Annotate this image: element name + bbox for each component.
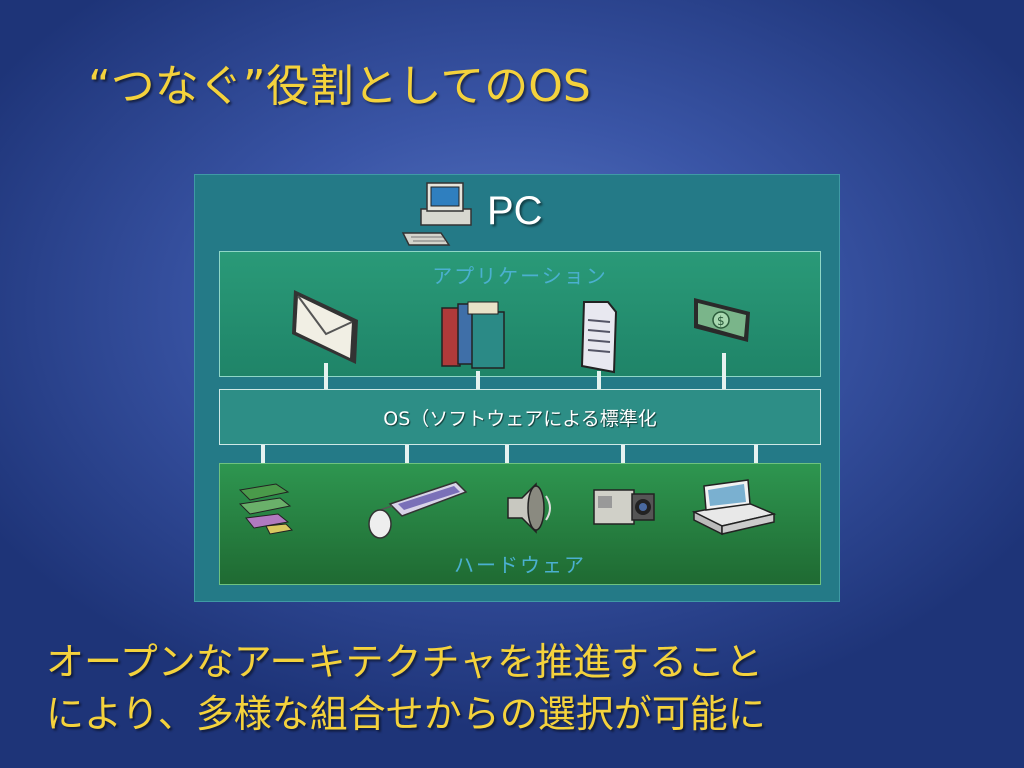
pc-label: PC: [487, 189, 543, 233]
bottom-caption-line-1: オープンなアーキテクチャを推進すること: [46, 640, 764, 684]
speaker-icon: [507, 482, 551, 534]
os-layer-label: OS（ソフトウェアによる標準化: [383, 407, 657, 430]
slide-title: “つなぐ”役割としてのOS: [88, 61, 591, 112]
bottom-caption-line-2: により、多様な組合せからの選択が可能に: [46, 692, 766, 736]
document-icon: [580, 301, 618, 374]
computer-icon: [401, 182, 472, 246]
money-icon: $: [694, 298, 750, 342]
pc-diagram: PC アプリケーション $ OS（: [194, 174, 840, 602]
hardware-layer-label: ハードウェア: [454, 553, 586, 577]
os-layer: OS（ソフトウェアによる標準化: [219, 389, 821, 445]
circuit-board-icon: [238, 483, 294, 535]
svg-text:$: $: [717, 314, 725, 328]
books-icon: [441, 301, 505, 369]
application-layer-label: アプリケーション: [432, 264, 608, 288]
envelope-icon: [292, 290, 358, 364]
connector-line: [722, 353, 726, 389]
connector-line: [476, 371, 480, 389]
bottom-caption: オープンなアーキテクチャを推進すること により、多様な組合せからの選択が可能に: [46, 636, 986, 740]
hardware-layer: ハードウェア: [219, 463, 821, 585]
connector-line: [324, 363, 328, 389]
scanner-icon: [691, 479, 777, 536]
keyboard-mouse-icon: [368, 481, 468, 539]
connector-line: [597, 371, 601, 389]
video-camera-icon: [593, 489, 655, 525]
application-layer: アプリケーション $: [219, 251, 821, 377]
